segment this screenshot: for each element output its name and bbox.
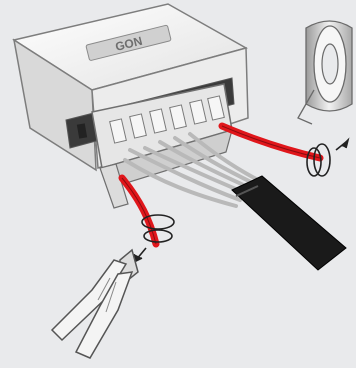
pliers-icon bbox=[52, 250, 138, 358]
red-wire-left bbox=[122, 178, 156, 244]
black-cable-bundle bbox=[232, 176, 346, 270]
red-wire-right bbox=[222, 126, 320, 158]
insulating-tape-roll bbox=[298, 21, 352, 124]
